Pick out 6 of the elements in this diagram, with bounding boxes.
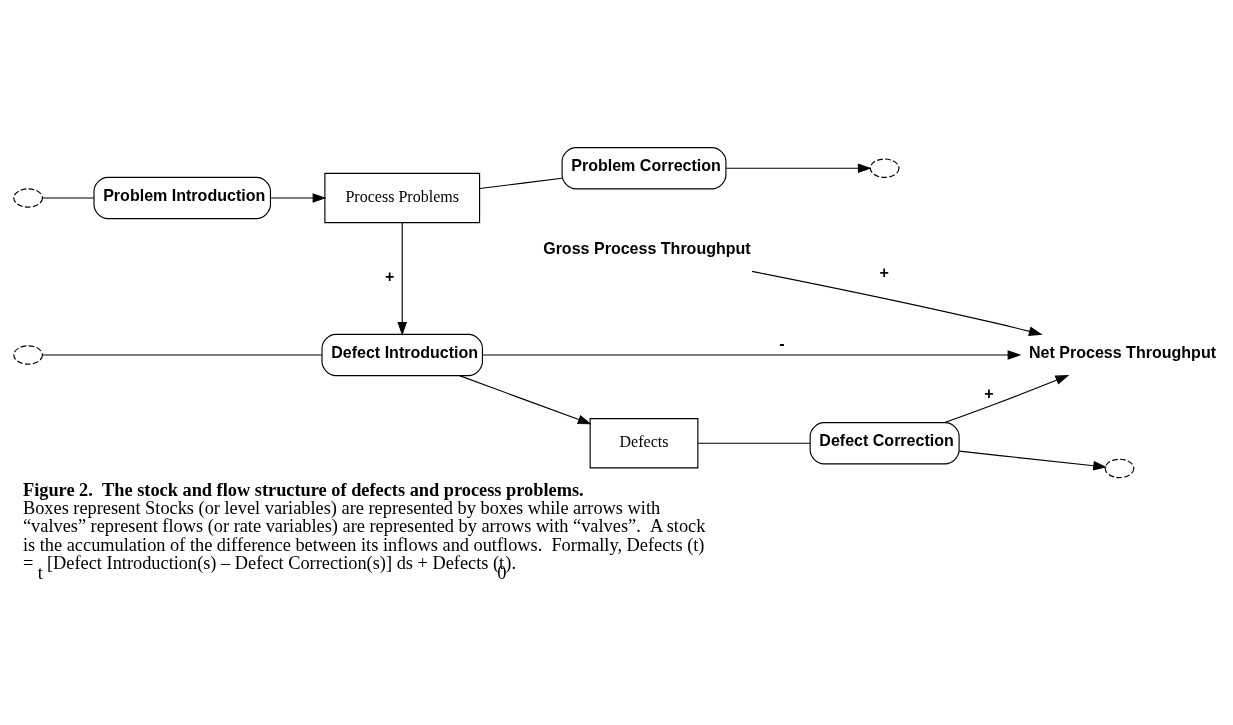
edge-label: - — [779, 333, 785, 352]
edge-label: + — [984, 383, 994, 402]
node-text: Gross Process Throughput — [543, 238, 751, 257]
edge-label: + — [385, 266, 395, 285]
edge-label: + — [879, 262, 889, 281]
node-text: Net Process Throughput — [1029, 342, 1217, 361]
